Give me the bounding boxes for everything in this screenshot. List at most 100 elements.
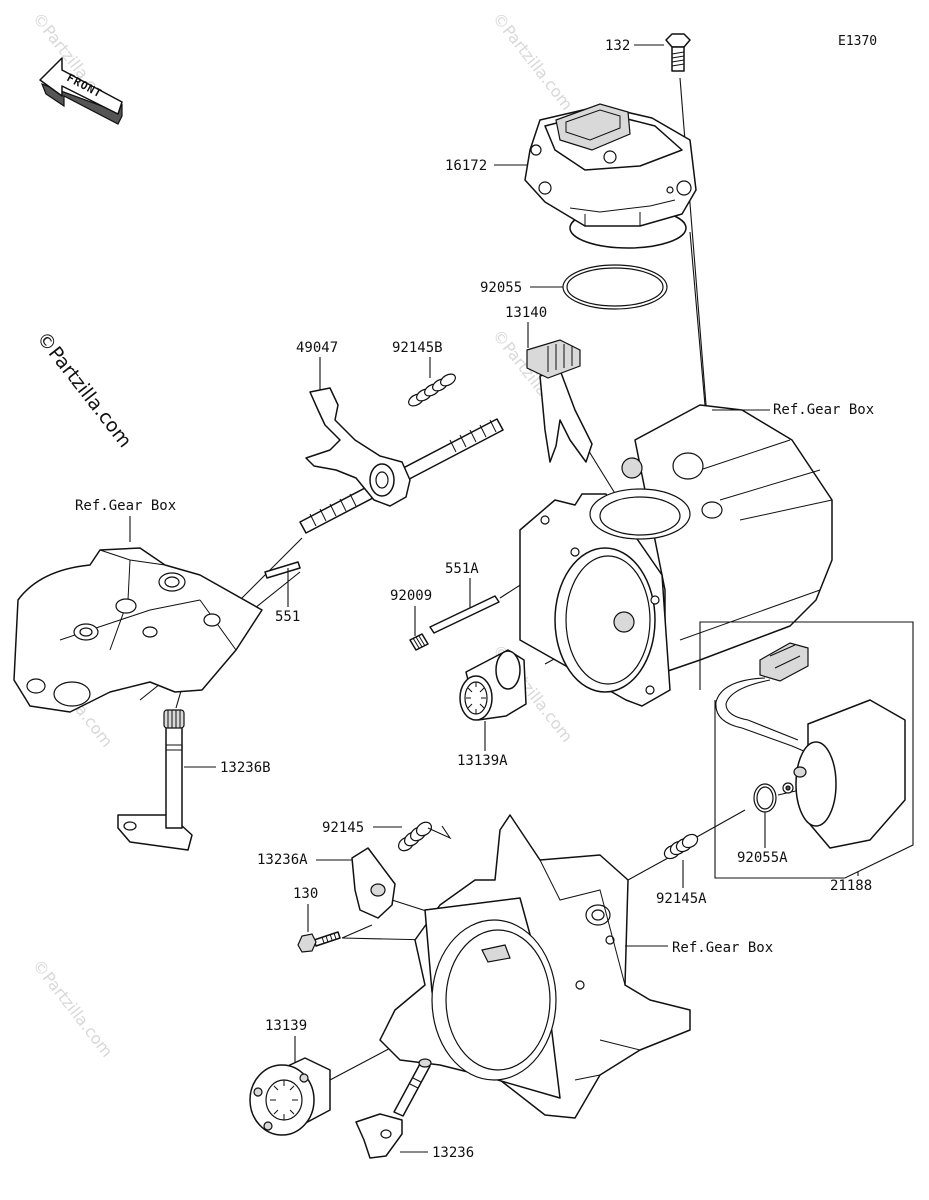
housing-boss — [672, 452, 704, 480]
housing-gear — [621, 457, 643, 479]
label-130: 130 — [293, 886, 318, 902]
actuator-rib — [569, 199, 676, 226]
bolt-head — [297, 933, 317, 953]
shift-rod-grooves — [309, 419, 497, 527]
label-92009: 92009 — [390, 588, 432, 604]
leader-line — [694, 809, 746, 839]
spring-coil — [415, 821, 433, 837]
spring-tail — [427, 825, 452, 840]
spring-coil — [440, 373, 456, 387]
bolt-hole — [650, 595, 660, 605]
coupling-13139 — [249, 1057, 331, 1136]
plug-92009 — [409, 633, 429, 651]
sleeve-spline-teeth — [466, 682, 486, 714]
label-92145: 92145 — [322, 820, 364, 836]
shaft-bore — [53, 681, 91, 707]
housing-boss — [591, 909, 605, 921]
lever-hole — [380, 1129, 392, 1139]
lower-gear-box-housing — [379, 814, 691, 1119]
label-13236: 13236 — [432, 1145, 474, 1161]
watermark: ©Partzilla.com — [29, 956, 117, 1061]
bracket-13236A — [351, 847, 396, 919]
leader-line — [341, 924, 373, 939]
bracket-ribs — [547, 344, 573, 372]
spring-92145 — [397, 821, 452, 852]
upper-gear-box-housing — [519, 404, 833, 707]
assembly-bracket — [699, 621, 914, 879]
bolt-threads — [671, 51, 685, 67]
motor-body — [807, 699, 906, 849]
o-ring-92055A — [753, 783, 777, 813]
lower-housing-edge — [539, 859, 641, 1081]
bracket-plate — [351, 847, 396, 919]
bracket-hole — [370, 883, 386, 897]
label-13236A: 13236A — [257, 852, 308, 868]
leader-line — [627, 857, 669, 881]
bolt-132 — [665, 33, 691, 72]
label-16172: 16172 — [445, 158, 487, 174]
mounting-ear — [666, 186, 674, 194]
watermark: ©Partzilla.com — [489, 9, 577, 114]
bolt-hole — [79, 627, 93, 637]
shaft-lever-13236B — [117, 709, 193, 851]
label-132: 132 — [605, 38, 630, 54]
bolt-hole — [645, 685, 655, 695]
actuator-connector-lip — [565, 109, 621, 141]
front-arrow-face — [39, 57, 123, 115]
label-92145B: 92145B — [392, 340, 443, 356]
housing-cylinder-edge — [679, 439, 833, 641]
coupling-lug — [253, 1087, 263, 1097]
label-13139: 13139 — [265, 1018, 307, 1034]
bolt-hole — [570, 547, 580, 557]
left-gear-box-housing — [13, 547, 263, 713]
pin-551A — [429, 595, 500, 634]
motor-connector-lines — [769, 644, 801, 669]
bolt-hole — [115, 598, 137, 614]
bolt-hole — [203, 613, 221, 627]
watermark-main: ©Partzilla.com — [32, 328, 136, 452]
motor-end-face — [795, 741, 837, 827]
bolt-130 — [297, 931, 341, 953]
spring-coil — [681, 833, 699, 849]
bolt-hole — [540, 515, 550, 525]
label-ref-gear-box-left: Ref.Gear Box — [75, 498, 176, 514]
bracket-13140 — [526, 339, 593, 463]
label-551A: 551A — [445, 561, 479, 577]
label-ref-gear-box-upper: Ref.Gear Box — [773, 402, 874, 418]
lever-shaft — [165, 725, 183, 829]
pin-551 — [264, 561, 301, 579]
lever-13236 — [355, 1058, 432, 1159]
diagram-code: E1370 — [838, 34, 877, 49]
label-13236B: 13236B — [220, 760, 271, 776]
coupling-lug — [299, 1073, 309, 1083]
label-92055: 92055 — [480, 280, 522, 296]
spring-92145A — [663, 833, 699, 860]
housing-boss — [701, 501, 723, 519]
plug-threads — [412, 635, 426, 649]
bolt-shank — [671, 46, 685, 72]
bolt-hole — [142, 626, 158, 638]
lever-knurl-lines — [167, 710, 181, 728]
actuator-connector — [555, 103, 631, 151]
spring-92145B — [408, 373, 456, 407]
coupling-teeth — [270, 1080, 298, 1120]
motor-terminal — [793, 766, 807, 778]
lever-tip — [418, 1058, 432, 1068]
bolt-hole — [575, 980, 585, 990]
mounting-ear — [538, 181, 552, 195]
bracket-block — [526, 339, 581, 379]
shift-fork-49047 — [305, 387, 411, 507]
label-49047: 49047 — [296, 340, 338, 356]
housing-inner-gear — [613, 611, 635, 633]
left-gear-box-outline — [13, 547, 263, 713]
bolt-threads — [321, 932, 337, 944]
sleeve-13139A — [459, 649, 527, 721]
lower-housing-bore-inner — [445, 929, 551, 1071]
label-ref-gear-box-lower: Ref.Gear Box — [672, 940, 773, 956]
label-13140: 13140 — [505, 305, 547, 321]
sleeve-collar — [495, 650, 521, 690]
o-ring-92055 — [562, 264, 668, 310]
lower-housing-tab — [481, 944, 511, 963]
motor-washer-center — [785, 785, 791, 791]
